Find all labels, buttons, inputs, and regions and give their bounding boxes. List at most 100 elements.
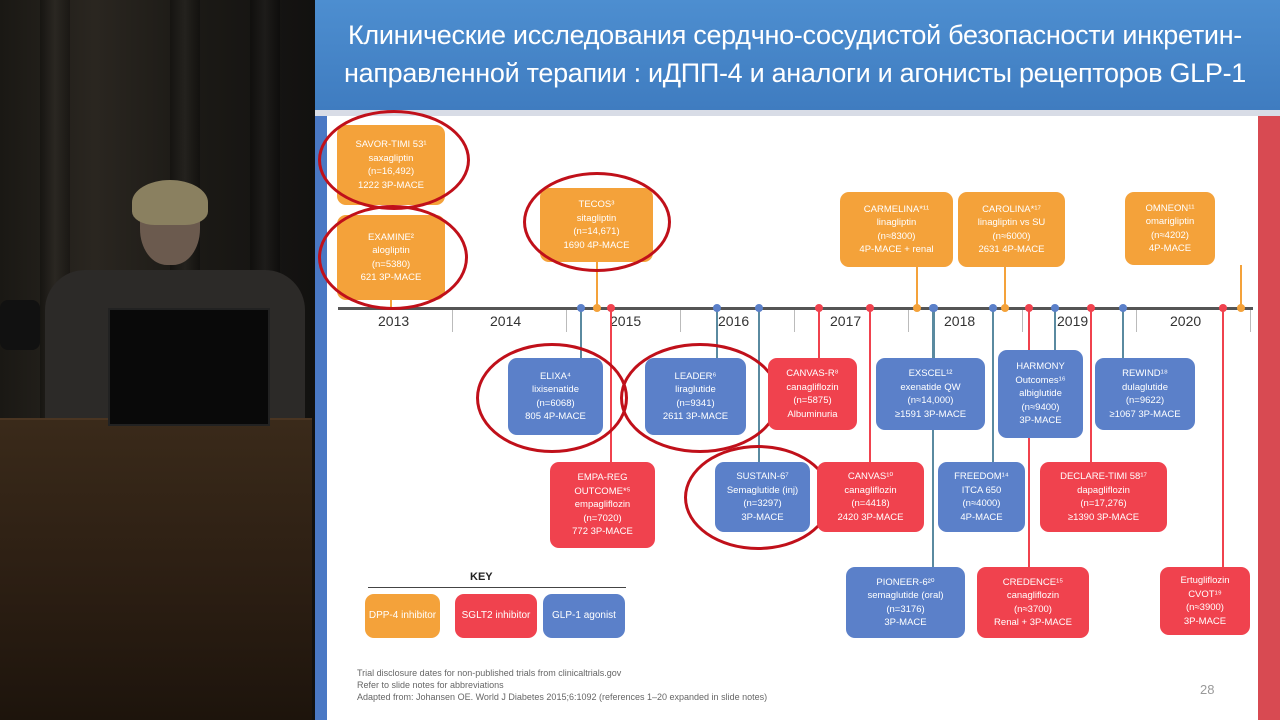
timeline-axis [338, 307, 1253, 310]
speaker-hair [132, 180, 208, 225]
trial-text: (n=5875) [793, 395, 832, 406]
timeline-marker [1025, 304, 1033, 312]
timeline-marker [713, 304, 721, 312]
timeline-tick [1022, 310, 1023, 332]
trial-text: 4P-MACE + renal [859, 244, 934, 255]
trial-text: (n=4418) [851, 498, 890, 509]
trial-text: CREDENCE¹⁵ [1002, 576, 1064, 588]
trial-text: (n≈14,000) [907, 395, 954, 406]
trial-text: ≥1390 3P-MACE [1067, 511, 1140, 523]
slide-title: Клинические исследования сердчно-сосудис… [330, 16, 1260, 92]
connector-line [818, 308, 820, 358]
trial-text: (n≈3700) [1014, 603, 1052, 615]
highlight-circle [684, 445, 832, 550]
trial-text: exenatide QW [900, 381, 961, 393]
timeline-marker [1219, 304, 1227, 312]
trial-text: CARMELINA*¹¹ [863, 203, 930, 215]
trial-text: (n≈9400) [1021, 401, 1060, 413]
connector-line [1004, 267, 1006, 308]
slide-left-stripe [315, 116, 327, 720]
connector-line [1222, 308, 1224, 567]
timeline-tick [452, 310, 453, 332]
trial-text: FREEDOM¹⁴ [954, 471, 1009, 482]
timeline-tick [908, 310, 909, 332]
trial-box: EXSCEL¹² exenatide QW (n≈14,000) ≥1591 3P-M… [876, 358, 985, 430]
trial-text: (n≈4000) [962, 498, 1001, 509]
timeline-marker [1119, 304, 1127, 312]
timeline-marker [607, 304, 615, 312]
trial-text: ITCA 650 [961, 484, 1002, 496]
connector-line [580, 308, 582, 358]
trial-text: PIONEER-6²⁰ [876, 576, 935, 588]
footnote: Refer to slide notes for abbreviations [357, 680, 504, 690]
highlight-circle [318, 205, 468, 310]
year-label: 2018 [944, 313, 976, 329]
trial-text: 2420 3P-MACE [837, 511, 904, 523]
trial-text: EXSCEL¹² [908, 368, 953, 379]
trial-text: CANVAS-R⁸ [786, 368, 839, 379]
trial-text: CVOT¹⁹ [1188, 588, 1222, 600]
trial-text: (n≈4202) [1151, 229, 1189, 241]
slide-title-band [315, 0, 1280, 110]
trial-text: (n=9622) [1125, 395, 1165, 406]
timeline-marker [593, 304, 601, 312]
trial-text: 4P-MACE [960, 511, 1003, 523]
title-line-2: направленной терапии : иДПП-4 и аналоги … [344, 58, 1246, 88]
trial-text: (n≈8300) [877, 230, 916, 242]
year-label: 2014 [490, 313, 522, 329]
laptop [108, 308, 270, 426]
key-divider [368, 587, 626, 588]
trial-text: HARMONY [1016, 361, 1065, 373]
trial-text: semaglutide (oral) [867, 590, 944, 601]
trial-text: 3P-MACE [1019, 415, 1062, 427]
trial-text: Renal + 3P-MACE [994, 617, 1072, 628]
trial-text: (n=17,276) [1080, 498, 1127, 509]
trial-text: (n=7020) [583, 512, 622, 524]
trial-text: canagliflozin [844, 484, 897, 496]
connector-line [933, 308, 935, 358]
connector-line [932, 308, 934, 567]
highlight-circle [620, 343, 780, 453]
year-label: 2017 [830, 313, 862, 329]
trial-text: 2631 4P-MACE [978, 244, 1045, 255]
highlight-circle [523, 172, 671, 272]
timeline-tick [1250, 310, 1251, 332]
timeline-marker [1051, 304, 1059, 312]
highlight-circle [318, 110, 470, 210]
timeline-tick [1136, 310, 1137, 332]
timeline-marker [866, 304, 874, 312]
timeline-marker [913, 304, 921, 312]
timeline-marker [577, 304, 585, 312]
connector-line [596, 262, 598, 308]
timeline-marker [755, 304, 763, 312]
legend-item-glp1: GLP-1 agonist [543, 594, 625, 638]
connector-line [992, 308, 994, 462]
trial-text: OUTCOME*⁵ [574, 485, 631, 497]
title-line-1: Клинические исследования сердчно-сосудис… [347, 20, 1242, 50]
trial-text: EMPA-REG [577, 472, 628, 484]
timeline-marker [929, 304, 937, 312]
trial-text: Outcomes¹⁶ [1015, 374, 1066, 386]
footnote: Adapted from: Johansen OE. World J Diabe… [357, 692, 768, 702]
trial-text: ≥1591 3P-MACE [894, 408, 967, 420]
trial-text: CAROLINA*¹⁷ [982, 203, 1041, 215]
trial-text: Albuminuria [787, 408, 838, 420]
timeline-tick [566, 310, 567, 332]
trial-text: (n≈3900) [1186, 602, 1224, 613]
trial-text: dapagliflozin [1077, 484, 1130, 496]
trial-text: albiglutide [1019, 388, 1062, 400]
microphone [0, 300, 40, 350]
trial-text: 3P-MACE [1183, 615, 1227, 627]
trial-text: (n=3176) [886, 603, 925, 615]
connector-line [1090, 308, 1092, 462]
trial-box: FREEDOM¹⁴ ITCA 650 (n≈4000) 4P-MACE [938, 462, 1025, 532]
podium [0, 420, 312, 720]
